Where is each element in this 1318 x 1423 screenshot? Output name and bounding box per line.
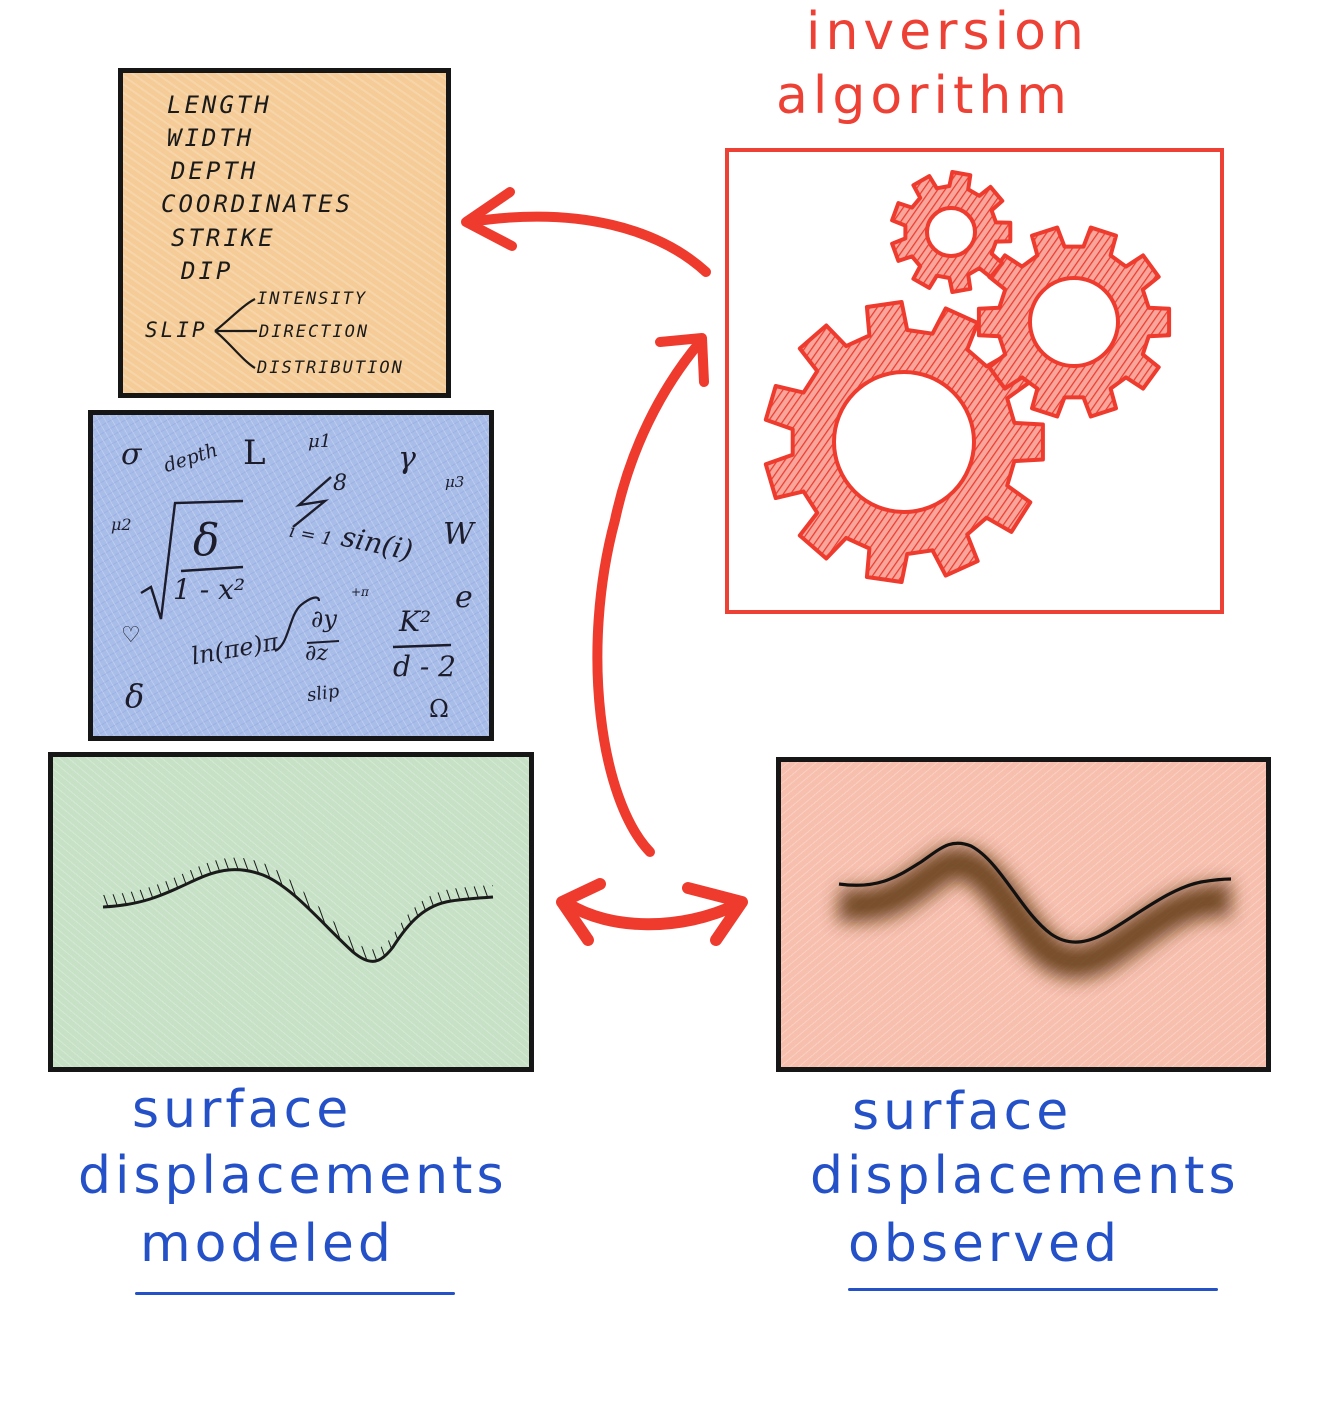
equation-strokes bbox=[140, 476, 452, 653]
eq-delta-bottom: δ bbox=[125, 677, 145, 715]
algorithm-title-line1: inversion bbox=[806, 2, 1089, 62]
eq-gamma: γ bbox=[398, 441, 416, 476]
eq-omega: Ω bbox=[429, 695, 449, 723]
gear-small-shape bbox=[890, 170, 1013, 294]
large-gear-icon bbox=[763, 300, 1045, 584]
param-width: WIDTH bbox=[167, 124, 255, 152]
eq-W: W bbox=[443, 517, 474, 552]
eq-mu2: μ2 bbox=[111, 515, 132, 534]
slip-direction: DIRECTION bbox=[259, 322, 370, 342]
eq-L: L bbox=[243, 433, 266, 473]
param-depth: DEPTH bbox=[171, 157, 259, 185]
eq-delta-top: δ bbox=[193, 515, 220, 566]
eq-mu3: μ3 bbox=[445, 473, 465, 491]
inversion-algorithm-box bbox=[725, 148, 1224, 614]
observed-displacement-curve bbox=[836, 841, 1232, 980]
observed-underline bbox=[848, 1288, 1218, 1291]
observed-label-line1: surface bbox=[852, 1082, 1073, 1142]
modeled-label-line2: displacements bbox=[78, 1146, 508, 1206]
gear-large-shape bbox=[763, 300, 1045, 584]
medium-gear-icon bbox=[976, 225, 1172, 419]
eq-e: e bbox=[455, 580, 473, 615]
arrow-to-algorithm bbox=[592, 337, 705, 857]
observed-displacement-box bbox=[776, 757, 1271, 1072]
eq-d-minus-2: d - 2 bbox=[393, 650, 456, 683]
fault-parameters-box: LENGTH WIDTH DEPTH COORDINATES STRIKE DI… bbox=[118, 68, 451, 398]
modeled-displacement-box bbox=[48, 752, 534, 1072]
modeled-label-line3: modeled bbox=[140, 1214, 395, 1274]
param-coordinates: COORDINATES bbox=[161, 190, 353, 218]
equations-box: σ depth L μ1 γ μ3 μ2 δ 1 - x² i = 1 8 si… bbox=[88, 410, 494, 741]
eq-mu1: μ1 bbox=[308, 431, 332, 452]
modeled-label-line1: surface bbox=[132, 1080, 353, 1140]
eq-k-squared: K² bbox=[399, 605, 432, 638]
param-length: LENGTH bbox=[167, 91, 272, 119]
slip-intensity: INTENSITY bbox=[257, 289, 368, 309]
eq-plus-pi: +π bbox=[351, 585, 369, 599]
param-slip: SLIP bbox=[145, 318, 208, 342]
eq-partial-y: ∂y bbox=[311, 605, 337, 633]
algorithm-title-line2: algorithm bbox=[776, 66, 1072, 126]
arrow-to-parameters bbox=[465, 211, 711, 277]
modeled-underline bbox=[135, 1292, 455, 1295]
gear-medium-shape bbox=[976, 225, 1172, 419]
small-gear-icon bbox=[890, 170, 1013, 294]
param-strike: STRIKE bbox=[171, 224, 276, 252]
slip-branch-lines bbox=[214, 298, 257, 369]
comparison-double-arrow bbox=[562, 898, 744, 931]
observed-label-line2: displacements bbox=[810, 1146, 1240, 1206]
modeled-displacement-curve bbox=[102, 857, 494, 963]
eq-denominator: 1 - x² bbox=[173, 573, 246, 606]
eq-sum-limit: 8 bbox=[333, 471, 347, 496]
eq-sigma: σ bbox=[121, 437, 142, 472]
observed-label-line3: observed bbox=[848, 1214, 1122, 1274]
slip-distribution: DISTRIBUTION bbox=[257, 358, 404, 378]
gears-icon bbox=[763, 170, 1172, 584]
eq-heart: ♡ bbox=[121, 623, 141, 648]
param-dip: DIP bbox=[181, 257, 234, 285]
eq-partial-z: ∂z bbox=[305, 641, 328, 666]
